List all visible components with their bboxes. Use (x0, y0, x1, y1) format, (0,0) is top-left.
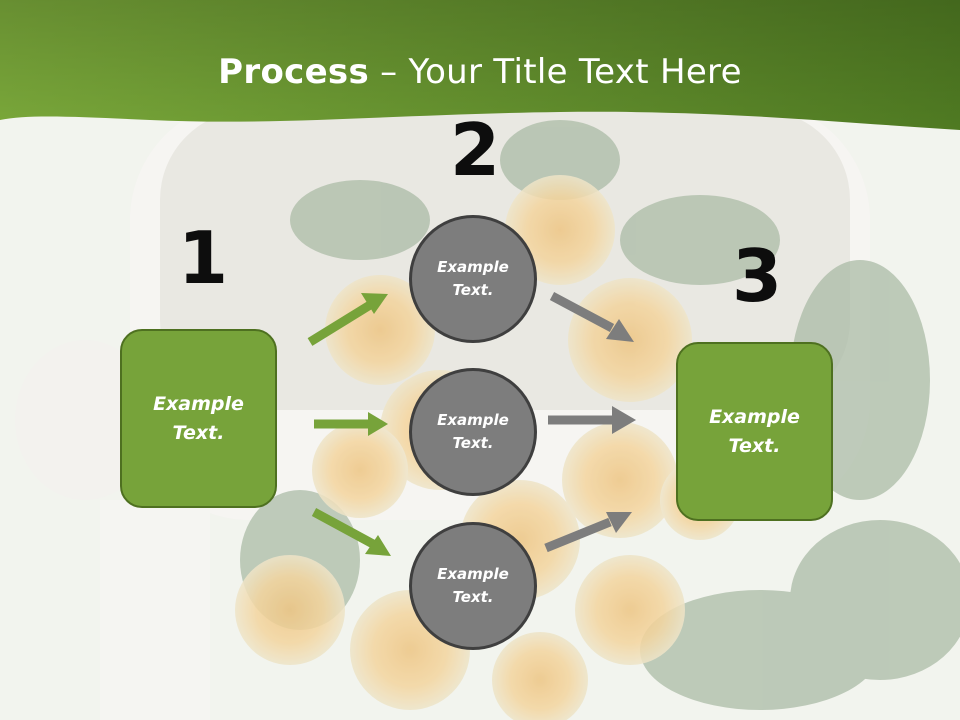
step-2-circle-middle-text: Example Text. (437, 411, 509, 452)
step-number-1: 1 (178, 216, 229, 300)
step-1-text: Example Text. (153, 392, 244, 444)
step-1-box: Example Text. (120, 329, 277, 508)
page-title: Process – Your Title Text Here (0, 52, 960, 92)
step-number-3: 3 (732, 234, 783, 318)
step-2-circle-top-text: Example Text. (437, 258, 509, 299)
title-bold: Process (218, 52, 370, 92)
step-number-2: 2 (450, 108, 501, 192)
title-rest: – Your Title Text Here (369, 52, 742, 92)
step-2-circle-bottom: Example Text. (409, 522, 537, 650)
step-3-box: Example Text. (676, 342, 833, 521)
step-2-circle-middle: Example Text. (409, 368, 537, 496)
step-3-text: Example Text. (709, 405, 800, 457)
step-2-circle-top: Example Text. (409, 215, 537, 343)
step-2-circle-bottom-text: Example Text. (437, 565, 509, 606)
